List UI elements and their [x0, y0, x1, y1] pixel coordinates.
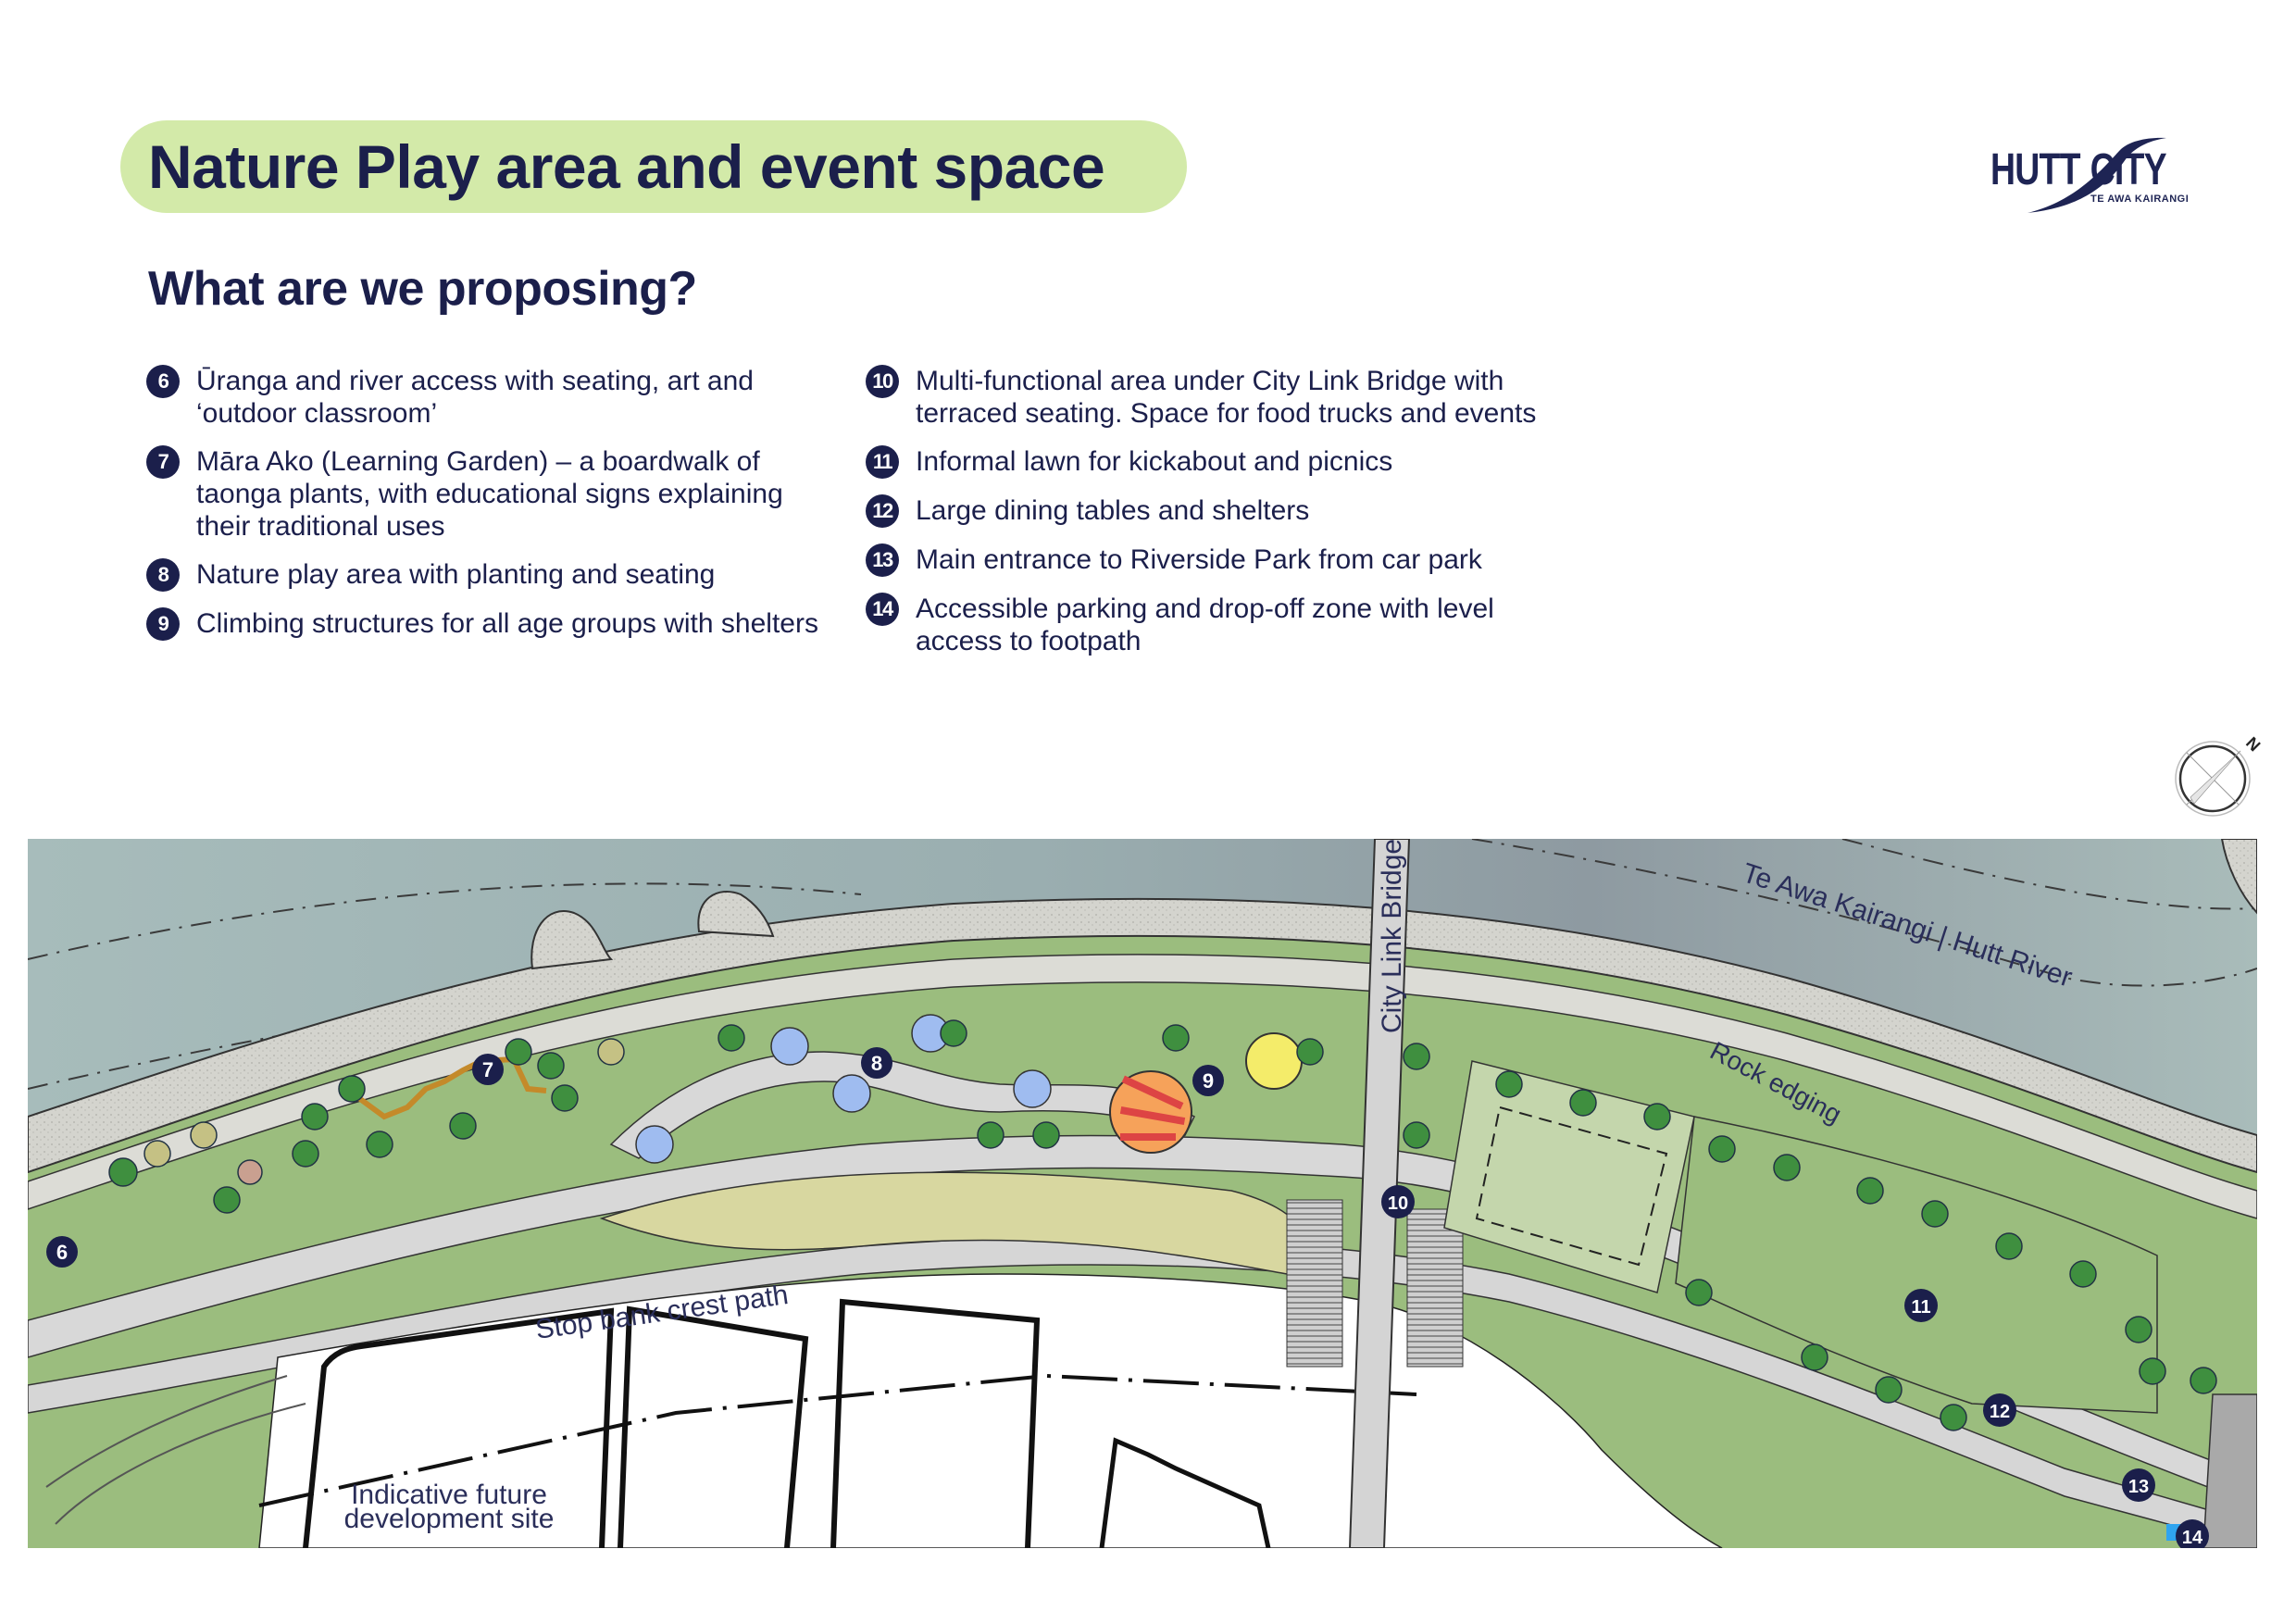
number-badge: 11: [866, 445, 899, 479]
development-site-label-2: development site: [344, 1504, 555, 1534]
trees: [108, 1019, 2217, 1431]
map-marker-12: 12: [1983, 1393, 2016, 1427]
list-item: 13 Main entrance to Riverside Park from …: [866, 543, 1551, 577]
development-site-label-1: Indicative future: [351, 1480, 547, 1510]
play-area-yellow: [1245, 1032, 1303, 1090]
map-marker-8: 8: [861, 1047, 892, 1079]
number-badge: 12: [866, 494, 899, 528]
number-badge: 8: [146, 558, 180, 592]
list-item-text: Informal lawn for kickabout and picnics: [916, 446, 1393, 477]
city-link-bridge: [1348, 839, 1411, 1548]
site-plan-drawing: City Link Bridge Te Awa Kairangi | Hutt …: [28, 839, 2257, 1548]
svg-text:7: 7: [482, 1058, 493, 1081]
number-badge: 7: [146, 445, 180, 479]
number-badge: 9: [146, 607, 180, 641]
number-badge: 13: [866, 543, 899, 577]
logo-tagline: TE AWA KAIRANGI: [2090, 194, 2190, 205]
bridge-label: City Link Bridge: [1377, 839, 1407, 1033]
svg-text:9: 9: [1203, 1069, 1214, 1093]
svg-text:10: 10: [1388, 1193, 1408, 1214]
number-badge: 10: [866, 365, 899, 398]
svg-text:14: 14: [2182, 1528, 2203, 1548]
map-marker-11: 11: [1904, 1289, 1938, 1322]
list-item: 7 Māra Ako (Learning Garden) – a boardwa…: [146, 445, 831, 543]
page-title: Nature Play area and event space: [148, 132, 1105, 201]
play-element: [770, 1027, 809, 1066]
north-arrow-icon: N: [2175, 733, 2264, 817]
list-item-text: Nature play area with planting and seati…: [196, 559, 716, 590]
number-badge: 6: [146, 365, 180, 398]
logo-swoosh-icon: [2028, 137, 2166, 213]
svg-text:6: 6: [56, 1241, 68, 1264]
list-item-text: Accessible parking and drop-off zone wit…: [916, 593, 1494, 656]
map-marker-9: 9: [1192, 1065, 1224, 1096]
list-item: 10 Multi-functional area under City Link…: [866, 365, 1551, 430]
car-park: [2202, 1393, 2257, 1548]
list-item-text: Multi-functional area under City Link Br…: [916, 366, 1537, 429]
compass: N: [2166, 728, 2268, 820]
list-item: 9 Climbing structures for all age groups…: [146, 607, 831, 641]
section-heading: What are we proposing?: [148, 262, 697, 316]
page-title-banner: Nature Play area and event space: [120, 120, 1187, 213]
riverside-promenade: [28, 954, 2257, 1219]
list-item: 14 Accessible parking and drop-off zone …: [866, 593, 1551, 657]
stop-bank-crest-path: [28, 1236, 2257, 1548]
list-item-text: Large dining tables and shelters: [916, 495, 1310, 526]
list-item-text: Main entrance to Riverside Park from car…: [916, 544, 1482, 575]
map-marker-6: 6: [46, 1236, 78, 1268]
list-item-text: Ūranga and river access with seating, ar…: [196, 366, 754, 429]
boardwalk: [355, 1056, 547, 1120]
map-marker-14: 14: [2176, 1519, 2209, 1548]
informal-lawn: [1675, 1116, 2158, 1414]
rock-edging: [28, 897, 2257, 1174]
svg-text:12: 12: [1990, 1402, 2010, 1422]
event-space: [1443, 1060, 1695, 1293]
list-item: 12 Large dining tables and shelters: [866, 494, 1551, 528]
terraced-seating: [1286, 1199, 1343, 1368]
list-item: 6 Ūranga and river access with seating, …: [146, 365, 831, 430]
svg-text:13: 13: [2128, 1477, 2149, 1497]
number-badge: 14: [866, 593, 899, 626]
map-marker-7: 7: [472, 1054, 504, 1085]
proposal-list-right: 10 Multi-functional area under City Link…: [866, 365, 1551, 673]
svg-text:N: N: [2242, 733, 2264, 755]
svg-text:11: 11: [1911, 1297, 1930, 1318]
svg-text:8: 8: [871, 1052, 882, 1075]
list-item-text: Climbing structures for all age groups w…: [196, 608, 818, 639]
list-item-text: Māra Ako (Learning Garden) – a boardwalk…: [196, 446, 783, 542]
site-plan-map: City Link Bridge Te Awa Kairangi | Hutt …: [28, 839, 2257, 1548]
list-item: 8 Nature play area with planting and sea…: [146, 558, 831, 592]
list-item: 11 Informal lawn for kickabout and picni…: [866, 445, 1551, 479]
map-marker-10: 10: [1381, 1185, 1415, 1218]
map-marker-13: 13: [2122, 1468, 2155, 1502]
proposal-list-left: 6 Ūranga and river access with seating, …: [146, 365, 831, 656]
